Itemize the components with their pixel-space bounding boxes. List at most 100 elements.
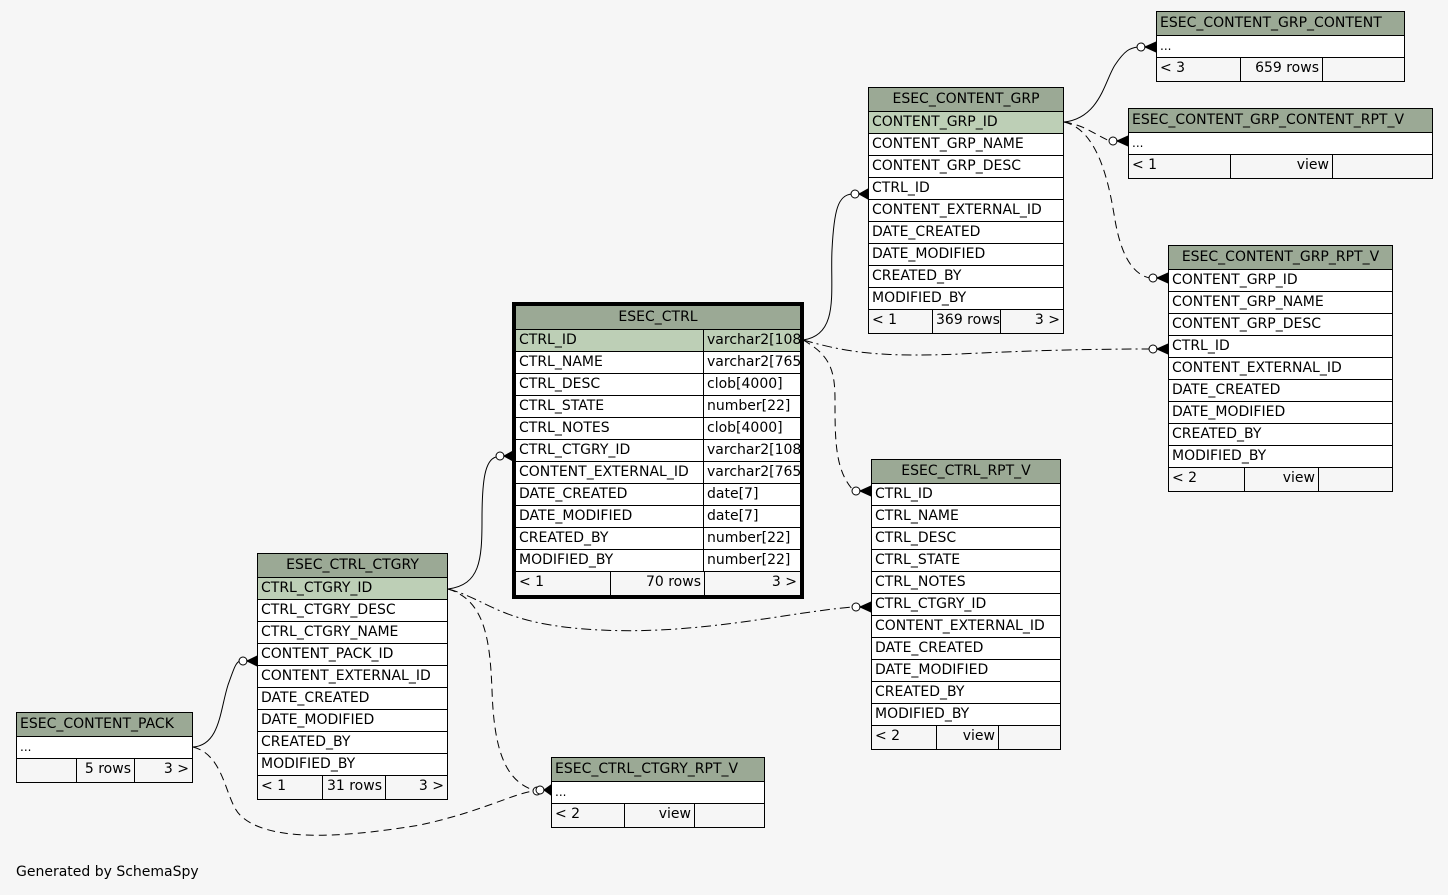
column-row[interactable]: ... <box>1157 36 1404 58</box>
children-count[interactable]: 3 > <box>385 776 447 799</box>
column-row[interactable]: ... <box>552 782 764 804</box>
column-row[interactable]: MODIFIED_BY <box>869 288 1063 310</box>
table-header[interactable]: ESEC_CONTENT_PACK <box>17 713 192 737</box>
column-row[interactable]: MODIFIED_BY <box>258 754 447 776</box>
column-row[interactable]: CONTENT_PACK_ID <box>258 644 447 666</box>
column-row[interactable]: ... <box>17 737 192 759</box>
column-row[interactable]: DATE_CREATED <box>1169 380 1392 402</box>
column-row[interactable]: CTRL_CTGRY_DESC <box>258 600 447 622</box>
table-header[interactable]: ESEC_CTRL_CTGRY <box>258 554 447 578</box>
column-row[interactable]: DATE_MODIFIED <box>1169 402 1392 424</box>
column-row[interactable]: CONTENT_GRP_NAME <box>869 134 1063 156</box>
column-row[interactable]: CTRL_DESC <box>872 528 1060 550</box>
relationship-line <box>447 456 497 590</box>
column-row[interactable]: ... <box>1129 133 1432 155</box>
column-row[interactable]: CTRL_CTGRY_NAME <box>258 622 447 644</box>
column-row[interactable]: CONTENT_GRP_ID <box>1169 270 1392 292</box>
column-name: DATE_CREATED <box>519 486 628 502</box>
parents-count[interactable]: < 2 <box>555 806 581 822</box>
column-row[interactable]: MODIFIED_BY <box>1169 446 1392 468</box>
table-header[interactable]: ESEC_CONTENT_GRP_CONTENT_RPT_V <box>1129 109 1432 133</box>
column-row[interactable]: CREATED_BY <box>869 266 1063 288</box>
column-row[interactable]: CREATED_BY <box>258 732 447 754</box>
parents-count[interactable]: < 3 <box>1160 60 1186 76</box>
parents-count[interactable]: < 2 <box>1172 470 1198 486</box>
column-row[interactable]: DATE_MODIFIED <box>872 660 1060 682</box>
children-count[interactable] <box>1318 468 1392 491</box>
table-header[interactable]: ESEC_CONTENT_GRP_CONTENT <box>1157 12 1404 36</box>
column-row[interactable]: CREATED_BY <box>872 682 1060 704</box>
column-name: CTRL_CTGRY_NAME <box>261 624 399 640</box>
table-header[interactable]: ESEC_CTRL <box>516 306 800 330</box>
column-row[interactable]: CTRL_STATE <box>872 550 1060 572</box>
children-count[interactable]: 3 > <box>704 572 800 595</box>
column-row[interactable]: DATE_MODIFIED <box>869 244 1063 266</box>
children-count[interactable]: 3 > <box>134 759 192 782</box>
children-count[interactable] <box>1332 155 1432 178</box>
table-footer: < 1 70 rows 3 > <box>516 572 800 595</box>
zero-marker-icon <box>535 785 545 795</box>
column-row[interactable]: CONTENT_GRP_DESC <box>1169 314 1392 336</box>
column-row[interactable]: MODIFIED_BY <box>872 704 1060 726</box>
column-row[interactable]: CTRL_NAME <box>872 506 1060 528</box>
column-name: CONTENT_EXTERNAL_ID <box>1172 360 1342 376</box>
column-row[interactable]: CREATED_BY <box>1169 424 1392 446</box>
children-count[interactable] <box>998 726 1060 749</box>
column-row[interactable]: CTRL_NOTES <box>872 572 1060 594</box>
column-row[interactable]: CTRL_ID <box>1169 336 1392 358</box>
table-header[interactable]: ESEC_CTRL_RPT_V <box>872 460 1060 484</box>
column-row[interactable]: DATE_CREATED <box>258 688 447 710</box>
column-row[interactable]: CTRL_ID <box>869 178 1063 200</box>
table-header[interactable]: ESEC_CONTENT_GRP_RPT_V <box>1169 246 1392 270</box>
column-row[interactable]: CONTENT_GRP_ID <box>869 112 1063 134</box>
column-row[interactable]: DATE_CREATED <box>872 638 1060 660</box>
column-row[interactable]: DATE_MODIFIED <box>258 710 447 732</box>
parents-count[interactable]: < 1 <box>261 778 287 794</box>
column-name: CREATED_BY <box>872 268 962 284</box>
column-row[interactable]: CONTENT_GRP_NAME <box>1169 292 1392 314</box>
column-row[interactable]: CONTENT_EXTERNAL_ID <box>1169 358 1392 380</box>
table-header[interactable]: ESEC_CTRL_CTGRY_RPT_V <box>552 758 764 782</box>
column-name: MODIFIED_BY <box>261 756 356 772</box>
column-row[interactable]: CTRL_CTGRY_ID <box>872 594 1060 616</box>
column-row[interactable]: CTRL_ID <box>872 484 1060 506</box>
parents-count[interactable]: < 2 <box>875 728 901 744</box>
column-row[interactable]: CONTENT_EXTERNAL_ID <box>869 200 1063 222</box>
column-row[interactable]: CONTENT_EXTERNAL_ID <box>258 666 447 688</box>
children-count[interactable] <box>694 804 764 827</box>
children-count[interactable]: 3 > <box>1000 310 1063 333</box>
parents-count[interactable]: < 1 <box>1132 157 1158 173</box>
table-header[interactable]: ESEC_CONTENT_GRP <box>869 88 1063 112</box>
children-count[interactable] <box>1322 58 1404 81</box>
parents-count[interactable]: < 1 <box>872 312 898 328</box>
parents-count[interactable]: < 1 <box>519 574 545 590</box>
column-type: number[22] <box>703 396 800 417</box>
column-row[interactable]: DATE_CREATED <box>869 222 1063 244</box>
column-row[interactable]: CONTENT_EXTERNAL_ID <box>872 616 1060 638</box>
column-row[interactable]: CTRL_CTGRY_ID <box>258 578 447 600</box>
column-row[interactable]: CONTENT_GRP_DESC <box>869 156 1063 178</box>
parents-count[interactable] <box>17 759 76 782</box>
